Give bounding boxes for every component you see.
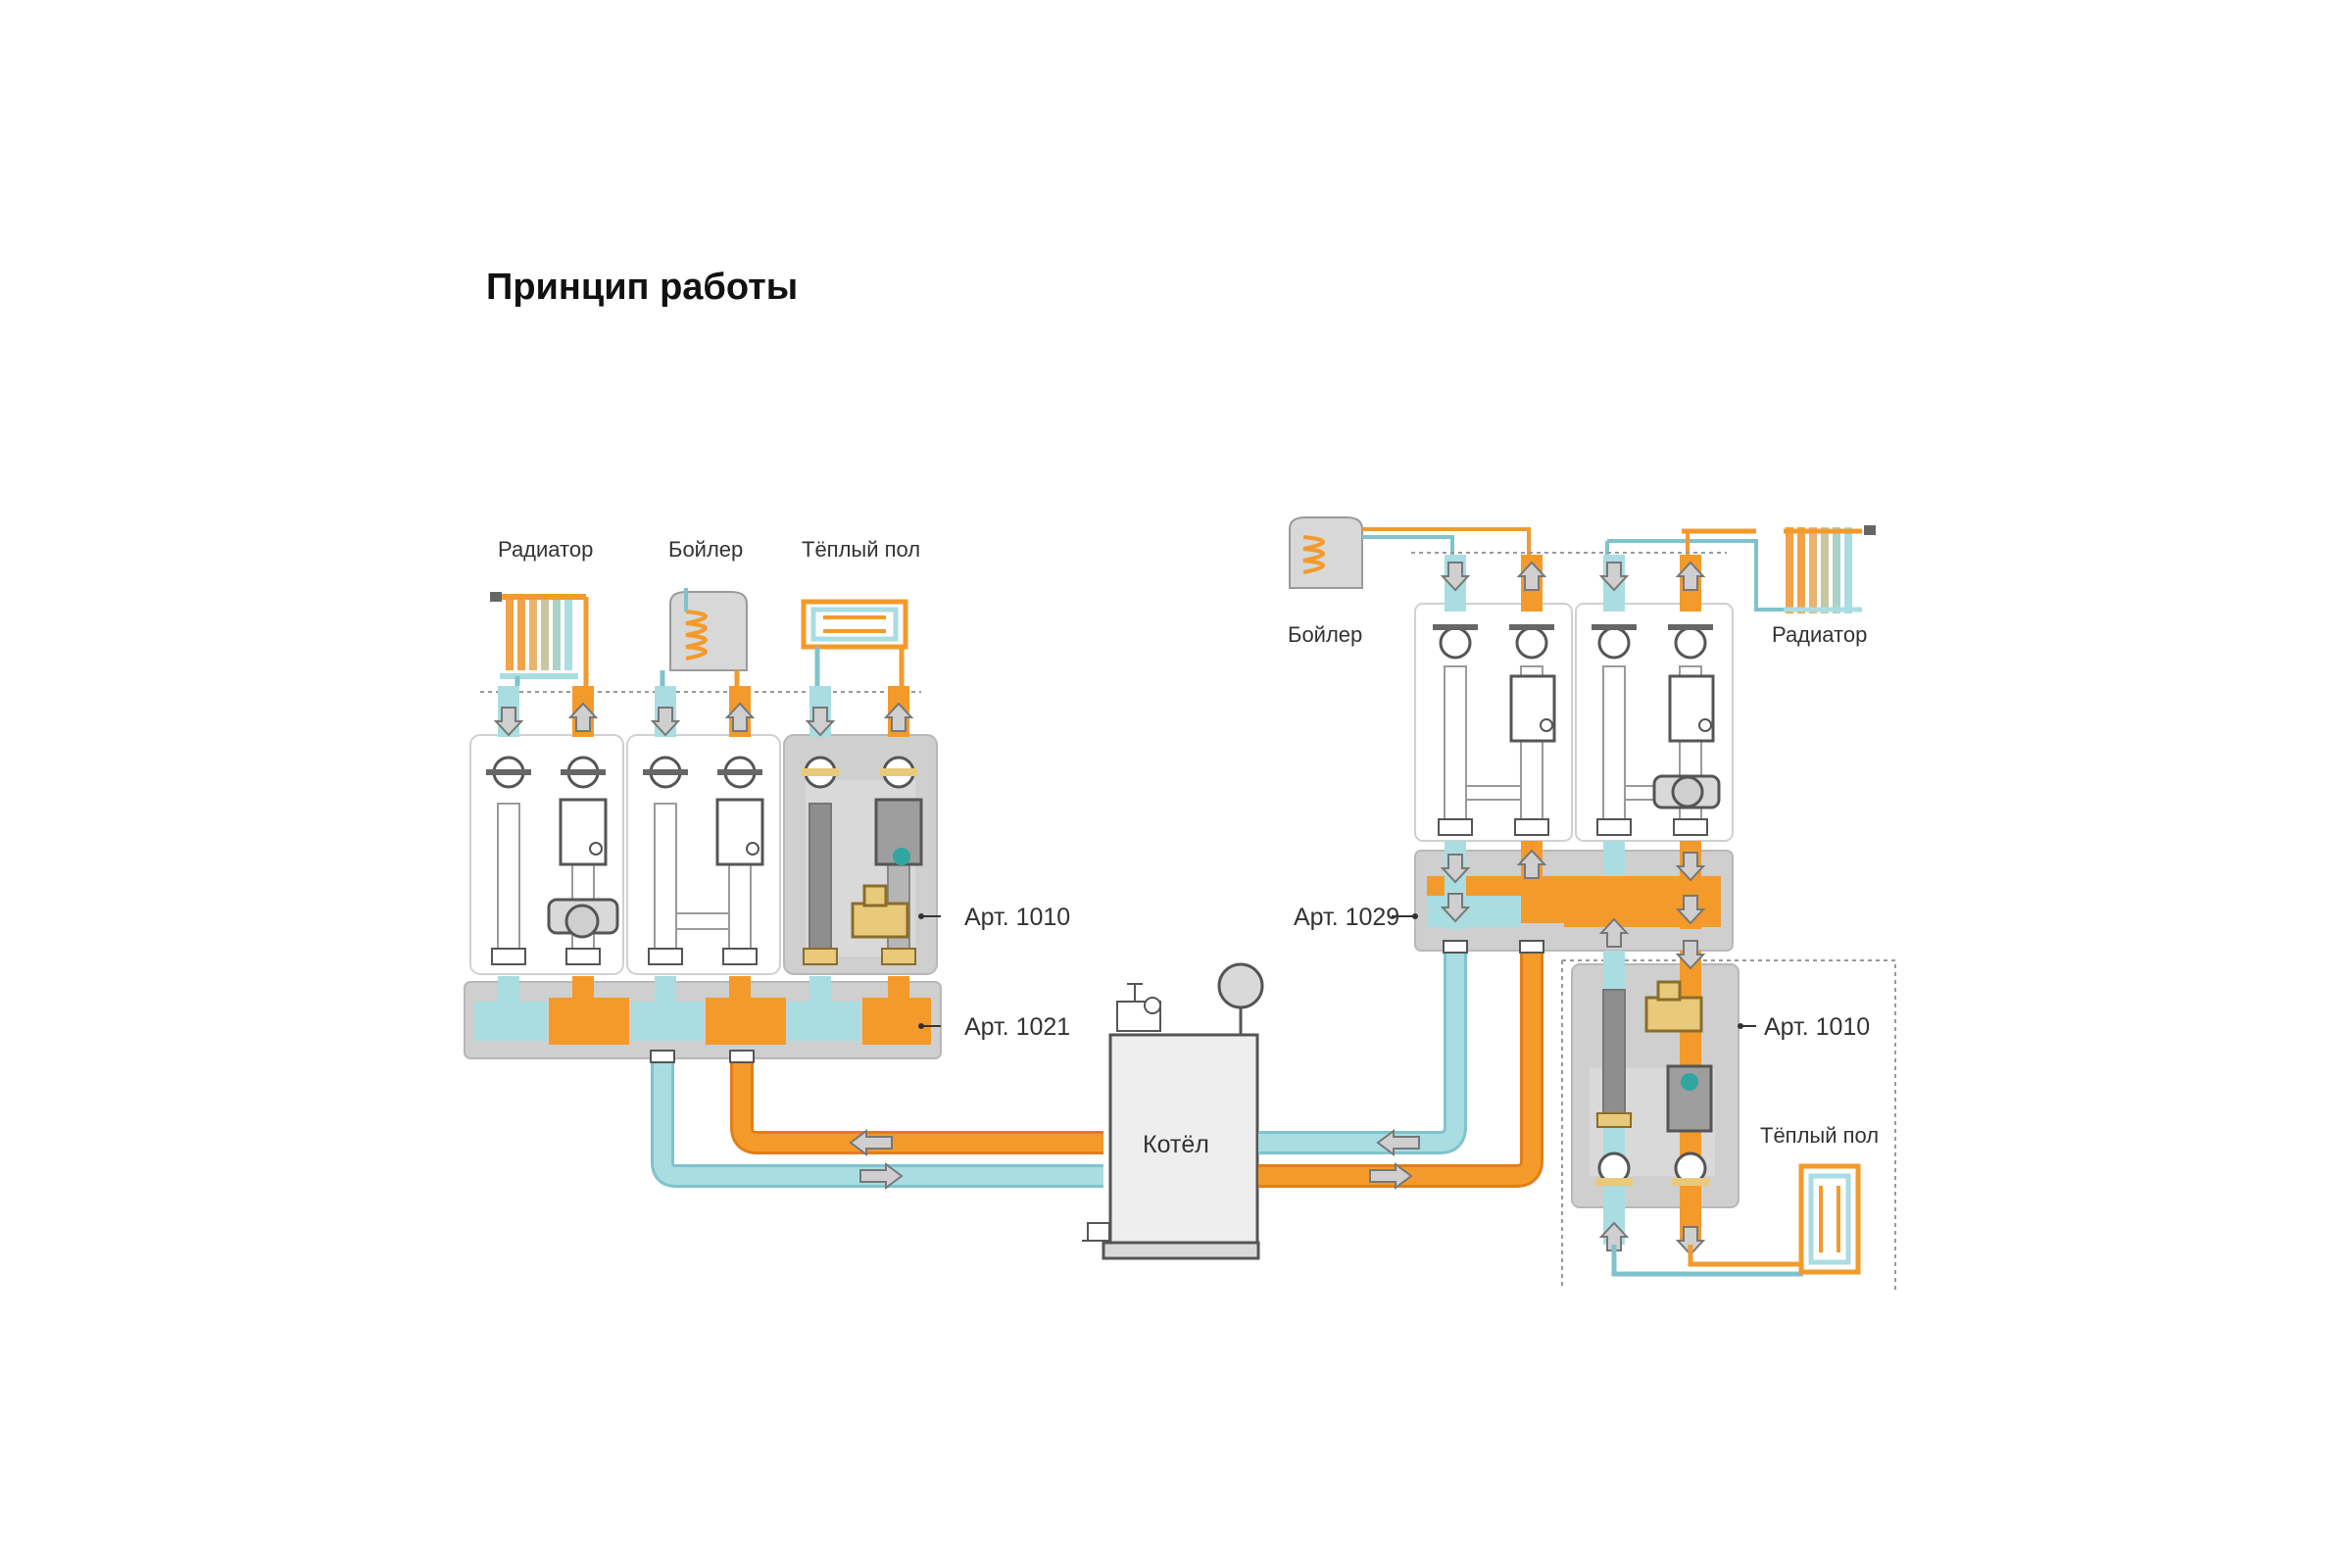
page-title: Принцип работы — [486, 267, 799, 308]
safety-group-icon — [1116, 983, 1161, 1032]
floor-heating-icon — [801, 599, 908, 686]
left-boiler-label: Бойлер — [668, 537, 743, 562]
drain-valve-icon — [1082, 1222, 1110, 1242]
flow-arrows — [849, 1129, 904, 1190]
left-main-pipes — [650, 1050, 1103, 1188]
mixing-valve-icon — [547, 898, 619, 939]
boiler-tank-icon — [660, 588, 748, 686]
right-callout-art1029: Арт. 1029 — [1294, 904, 1399, 931]
flow-arrows — [1369, 1129, 1420, 1190]
right-manifold — [1414, 841, 1734, 952]
pump-icon — [559, 798, 608, 866]
three-way-valve-icon — [1644, 980, 1703, 1033]
right-lower-fittings — [1595, 980, 1713, 1186]
flow-arrows — [493, 702, 914, 737]
left-system: Радиатор Бойлер Тёплый пол — [464, 537, 1103, 1190]
right-boiler-label: Бойлер — [1288, 622, 1362, 647]
boiler-tank-icon — [1289, 516, 1531, 589]
left-floor-label: Тёплый пол — [802, 537, 920, 562]
right-main-pipes — [1258, 940, 1544, 1188]
right-fittings — [1433, 624, 1721, 836]
three-way-valve-icon — [851, 884, 909, 939]
radiator-icon — [1605, 525, 1876, 613]
floor-heating-icon — [1611, 1163, 1861, 1277]
radiator-icon — [490, 592, 589, 686]
right-system: Бойлер Радиатор Тёплый пол — [1258, 516, 1896, 1290]
left-callout-art1021: Арт. 1021 — [964, 1013, 1070, 1041]
right-radiator-label: Радиатор — [1772, 622, 1867, 647]
flow-arrows — [1440, 849, 1706, 1256]
right-callout-art1010: Арт. 1010 — [1764, 1013, 1870, 1041]
left-callout-art1010: Арт. 1010 — [964, 904, 1070, 931]
flow-arrows — [1440, 561, 1706, 592]
left-radiator-label: Радиатор — [498, 537, 593, 562]
mixing-valve-icon — [1652, 774, 1721, 809]
left-fittings — [486, 756, 923, 965]
right-floor-label: Тёплый пол — [1760, 1123, 1879, 1148]
boiler-unit: Котёл — [1082, 962, 1264, 1260]
pump-icon — [1668, 674, 1715, 743]
left-manifold — [464, 976, 942, 1059]
boiler-label: Котёл — [1143, 1131, 1209, 1158]
